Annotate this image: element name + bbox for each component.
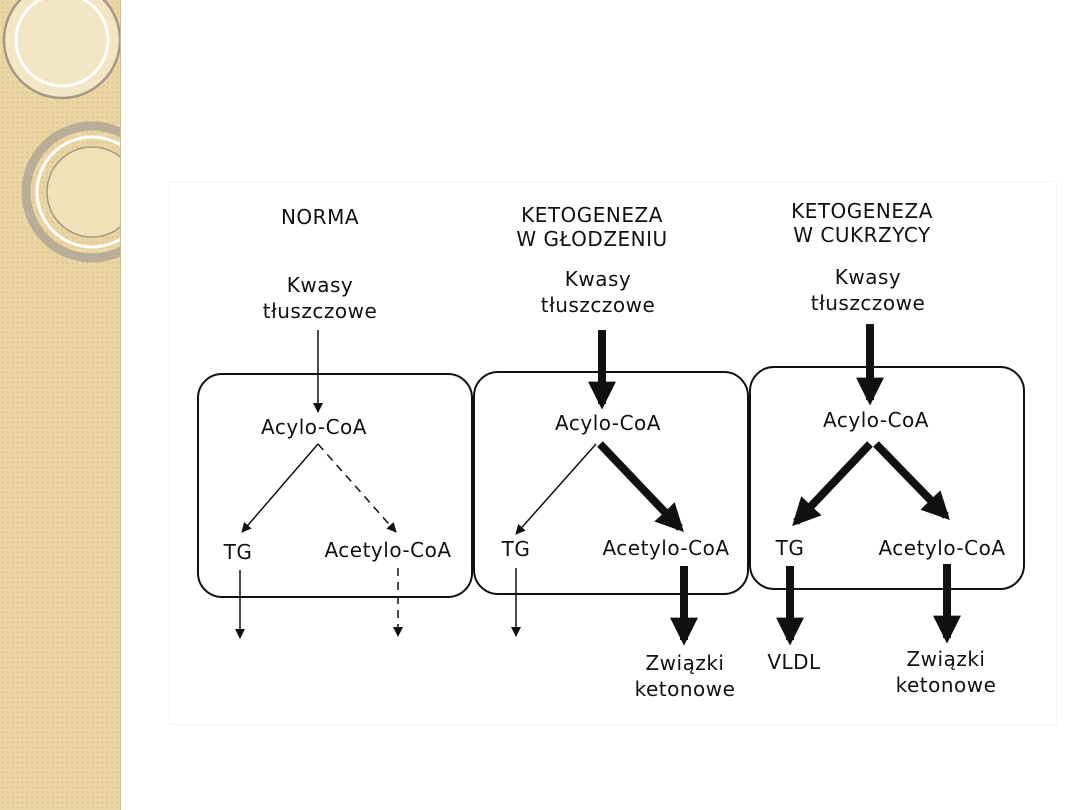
ketone-bodies-label: Związki <box>906 647 985 671</box>
panel-cukrzyca: KETOGENEZA W CUKRZYCY Kwasy tłuszczowe A… <box>749 199 1025 697</box>
acetyl-coa-label: Acetylo-CoA <box>878 536 1005 560</box>
decorative-ring-top <box>2 0 120 100</box>
ketone-bodies-label: ketonowe <box>635 677 736 701</box>
arrow-acyl-to-tg <box>792 441 873 527</box>
decorative-ring-middle-inner <box>35 135 120 249</box>
decorative-side-strip <box>0 0 121 810</box>
panel-title: KETOGENEZA <box>521 203 663 227</box>
decorative-ring-middle-core <box>46 146 120 238</box>
acyl-coa-label: Acylo-CoA <box>555 411 661 435</box>
ketone-bodies-label: Związki <box>645 651 724 675</box>
panel-glodzenie: KETOGENEZA W GŁODZENIU Kwasy tłuszczowe … <box>473 203 749 701</box>
arrow-acyl-to-acetyl <box>873 441 950 521</box>
panel-title: W GŁODZENIU <box>516 227 667 251</box>
panel-title: NORMA <box>281 205 359 229</box>
source-label: Kwasy <box>835 265 901 289</box>
arrow-acyl-to-tg <box>515 443 597 535</box>
acyl-coa-label: Acylo-CoA <box>261 415 367 439</box>
arrow-acyl-to-tg <box>241 443 319 533</box>
source-label: tłuszczowe <box>263 299 378 323</box>
source-label: Kwasy <box>565 267 631 291</box>
arrow-acyl-to-acetyl <box>597 441 684 533</box>
panel-title: W CUKRZYCY <box>793 223 931 247</box>
source-label: Kwasy <box>287 273 353 297</box>
acetyl-coa-label: Acetylo-CoA <box>602 536 729 560</box>
panel-title: KETOGENEZA <box>791 199 933 223</box>
panel-norma: NORMA Kwasy tłuszczowe Acylo-CoA TG Acet… <box>197 205 473 639</box>
liver-cell-box <box>473 371 749 595</box>
arrow-acyl-to-acetyl <box>317 443 397 533</box>
liver-cell-box <box>197 373 473 598</box>
vldl-label: VLDL <box>767 650 821 674</box>
source-label: tłuszczowe <box>811 291 926 315</box>
acetyl-coa-label: Acetylo-CoA <box>324 538 451 562</box>
ketone-bodies-label: ketonowe <box>896 673 997 697</box>
tg-label: TG <box>223 540 253 564</box>
acyl-coa-label: Acylo-CoA <box>823 408 929 432</box>
ketogenesis-diagram: NORMA Kwasy tłuszczowe Acylo-CoA TG Acet… <box>170 182 1056 724</box>
liver-cell-box <box>749 366 1025 590</box>
decorative-ring-top-inner <box>14 0 110 88</box>
tg-label: TG <box>501 537 531 561</box>
source-label: tłuszczowe <box>541 293 656 317</box>
tg-label: TG <box>775 536 805 560</box>
decorative-ring-middle <box>21 121 120 263</box>
decorative-rings <box>2 0 120 263</box>
